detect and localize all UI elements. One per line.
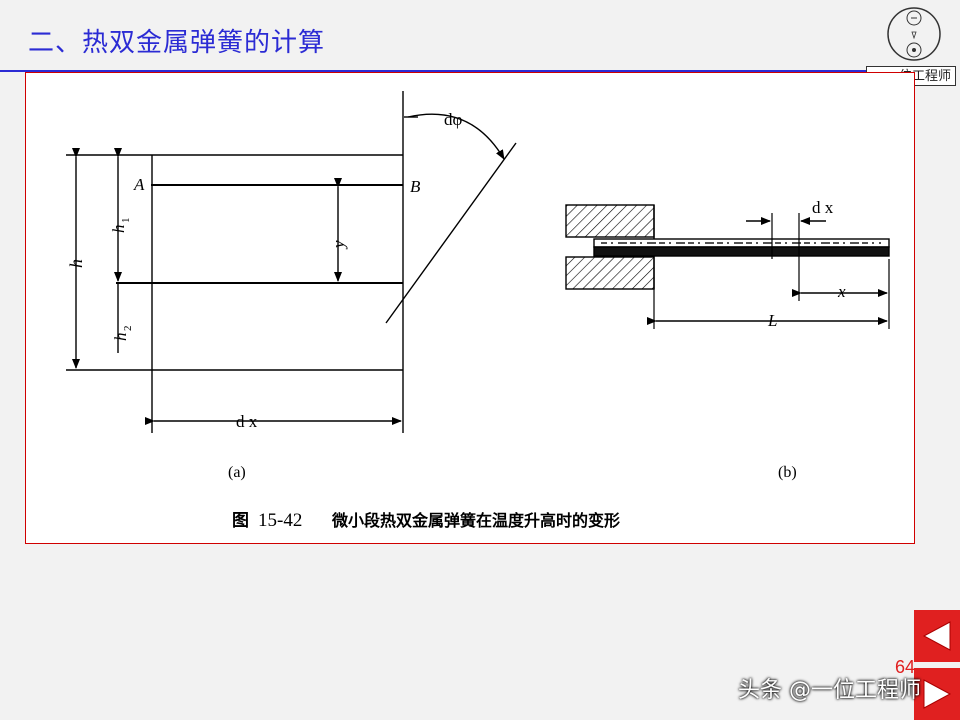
caption-text: 微小段热双金属弹簧在温度升高时的变形 — [331, 511, 620, 530]
page-number: 64 — [895, 657, 916, 677]
label-h: h — [66, 259, 86, 268]
right-arrow-icon — [923, 679, 952, 709]
support-bottom — [565, 256, 655, 290]
label-dx-b: d x — [812, 198, 834, 217]
prev-slide-button[interactable] — [914, 610, 960, 662]
panel-b-labels: d x x L (b) — [767, 198, 846, 481]
label-dx-a: d x — [236, 412, 258, 431]
label-h1: h — [109, 225, 128, 234]
label-h1-sub: 1 — [120, 218, 132, 224]
panel-a — [66, 91, 517, 433]
panel-b — [565, 204, 890, 329]
label-A: A — [133, 175, 145, 194]
slide-title: 二、热双金属弹簧的计算 — [28, 28, 326, 58]
label-h2: h — [111, 333, 130, 342]
label-x: x — [837, 282, 846, 301]
left-arrow-icon — [922, 621, 951, 651]
caption-prefix: 图 — [232, 511, 249, 530]
figure-caption: 图 15-42 微小段热双金属弹簧在温度升高时的变形 — [232, 510, 620, 531]
logo-icon — [887, 7, 941, 61]
label-L: L — [767, 311, 777, 330]
next-slide-button[interactable] — [914, 668, 960, 720]
label-y: y — [329, 240, 348, 250]
label-B: B — [410, 177, 421, 196]
caption-number: 15-42 — [258, 510, 302, 531]
watermark-text: 头条 @一位工程师 — [738, 678, 921, 703]
figure-svg: dφ A B h h 1 h 2 y d x (a) — [66, 91, 890, 531]
label-panel-b: (b) — [778, 464, 797, 481]
label-panel-a: (a) — [228, 464, 246, 481]
panel-a-labels: dφ A B h h 1 h 2 y d x (a) — [66, 110, 463, 481]
title-underline — [0, 70, 868, 72]
label-dphi: dφ — [444, 110, 463, 129]
dphi-arc — [407, 113, 505, 160]
figure-frame: dφ A B h h 1 h 2 y d x (a) — [25, 72, 915, 544]
label-h2-sub: 2 — [122, 326, 134, 332]
strip-bottom-layer — [593, 246, 890, 257]
support-top — [565, 204, 655, 238]
rotated-section-line — [385, 142, 517, 324]
